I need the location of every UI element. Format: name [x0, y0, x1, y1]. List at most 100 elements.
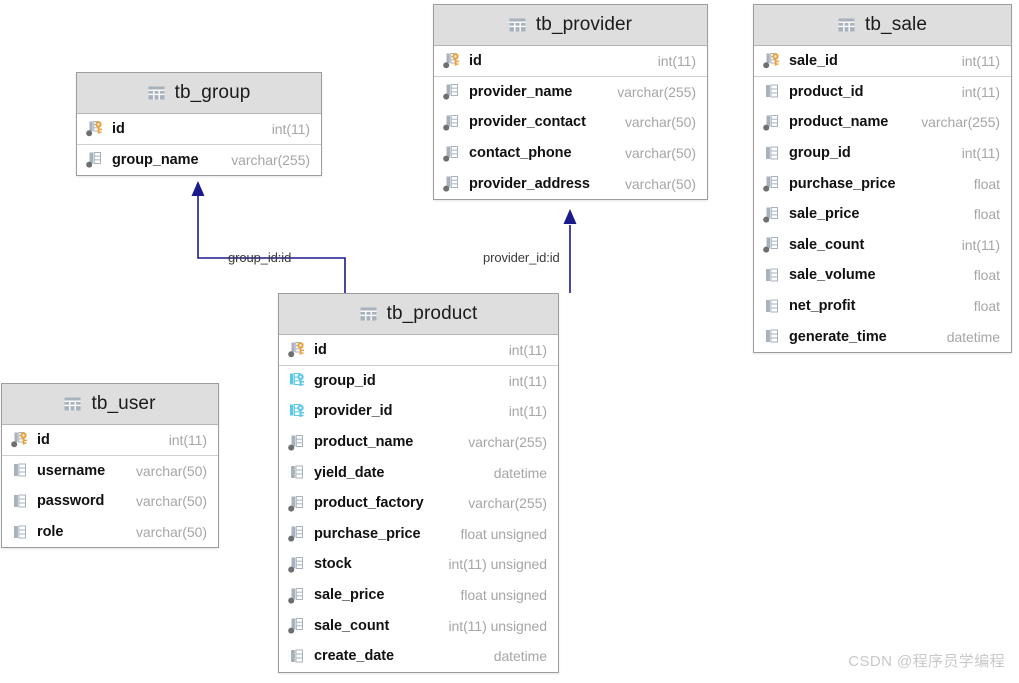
column-notnull-icon	[763, 328, 782, 345]
column-name: sale_id	[789, 52, 838, 69]
column-type: int(11)	[961, 145, 1000, 162]
column-notnull-icon	[763, 83, 782, 100]
entity-table-tb_group[interactable]: tb_group id int(11) group_name varchar(255)	[76, 72, 322, 177]
column-name: purchase_price	[789, 175, 896, 192]
column-type: varchar(50)	[624, 175, 696, 192]
column-name: sale_volume	[789, 267, 876, 284]
entity-title: tb_user	[91, 393, 156, 414]
column-type: int(11)	[271, 120, 310, 137]
table-icon	[360, 307, 377, 321]
column-row[interactable]: sale_count int(11) unsigned	[279, 610, 558, 641]
column-row[interactable]: id int(11)	[77, 114, 321, 145]
column-name: sale_price	[314, 587, 385, 604]
column-list: id int(11) group_name varchar(255)	[77, 114, 321, 175]
column-name: provider_address	[469, 175, 590, 192]
column-name: net_profit	[789, 298, 856, 315]
entity-header-tb_user[interactable]: tb_user	[2, 384, 218, 425]
column-nullable-icon	[288, 587, 307, 604]
column-name: sale_count	[314, 617, 390, 634]
column-row[interactable]: provider_address varchar(50)	[434, 168, 707, 199]
column-row[interactable]: id int(11)	[279, 335, 558, 366]
column-type: int(11)	[657, 52, 696, 69]
column-type: varchar(50)	[135, 524, 207, 541]
entity-header-tb_sale[interactable]: tb_sale	[754, 5, 1011, 46]
entity-header-tb_group[interactable]: tb_group	[77, 73, 321, 114]
foreign-key-icon	[288, 403, 307, 420]
column-type: int(11) unsigned	[448, 617, 547, 634]
column-name: password	[37, 493, 105, 510]
column-nullable-icon	[443, 145, 462, 162]
column-name: id	[37, 431, 50, 448]
column-type: float	[973, 267, 1000, 284]
column-notnull-icon	[763, 145, 782, 162]
column-type: float	[973, 206, 1000, 223]
column-nullable-icon	[443, 175, 462, 192]
entity-title: tb_sale	[865, 14, 927, 35]
column-name: group_name	[112, 151, 199, 168]
column-type: int(11)	[508, 341, 547, 358]
relation-label-rel-provider: provider_id:id	[483, 250, 560, 265]
column-row[interactable]: id int(11)	[434, 46, 707, 77]
column-name: provider_name	[469, 83, 573, 100]
table-icon	[838, 18, 855, 32]
column-type: int(11)	[961, 52, 1000, 69]
column-type: float unsigned	[460, 525, 548, 542]
column-notnull-icon	[288, 464, 307, 481]
column-type: int(11) unsigned	[448, 556, 547, 573]
column-name: id	[112, 120, 125, 137]
column-name: id	[314, 341, 327, 358]
column-type: int(11)	[508, 403, 547, 420]
column-type: varchar(255)	[231, 151, 310, 168]
column-row[interactable]: purchase_price float unsigned	[279, 519, 558, 550]
column-row[interactable]: sale_id int(11)	[754, 46, 1011, 77]
column-nullable-icon	[763, 236, 782, 253]
column-nullable-icon	[288, 617, 307, 634]
column-name: sale_count	[789, 236, 865, 253]
column-row[interactable]: group_name varchar(255)	[77, 145, 321, 176]
relation-arrowhead-rel-group	[191, 181, 205, 196]
column-nullable-icon	[288, 525, 307, 542]
column-name: product_name	[314, 434, 414, 451]
entity-header-tb_product[interactable]: tb_product	[279, 294, 558, 335]
column-name: purchase_price	[314, 525, 421, 542]
entity-header-tb_provider[interactable]: tb_provider	[434, 5, 707, 46]
column-row[interactable]: sale_volume float	[754, 260, 1011, 291]
column-name: id	[469, 52, 482, 69]
column-nullable-icon	[443, 114, 462, 131]
column-name: product_id	[789, 83, 864, 100]
table-icon	[509, 18, 526, 32]
